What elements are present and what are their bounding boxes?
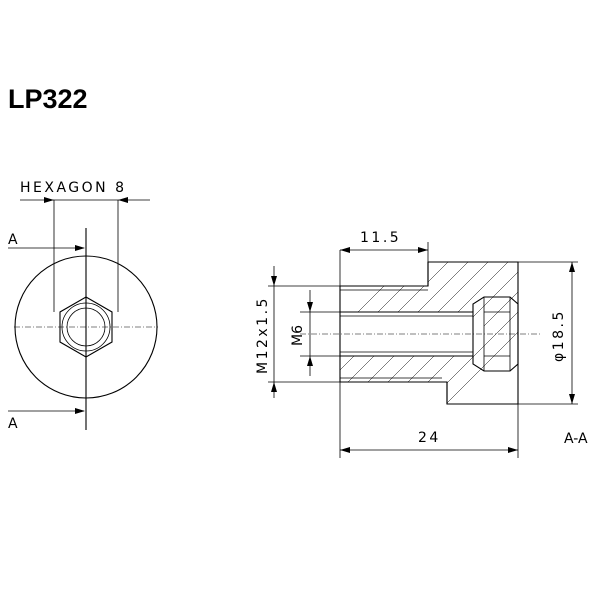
dim115-arrow-left — [340, 247, 350, 253]
dim-24-label: 24 — [418, 430, 441, 446]
section-view: 11.5 24 φ18.5 M12x1.5 M6 A-A — [255, 230, 588, 458]
m6-arrow-bottom — [307, 356, 313, 366]
section-a-top-arrow — [75, 245, 85, 251]
hexagon-label: HEXAGON 8 — [20, 180, 127, 196]
m12-arrow-bottom — [271, 382, 277, 392]
m12-arrow-top — [271, 276, 277, 286]
dim24-arrow-left — [340, 447, 350, 453]
hex-arrow-right — [118, 197, 128, 203]
hex-arrow-left — [44, 197, 54, 203]
section-a-bottom-label: A — [8, 416, 18, 432]
section-view-label: A-A — [564, 431, 588, 447]
dim24-arrow-right — [508, 447, 518, 453]
section-a-bottom-arrow — [75, 408, 85, 414]
dim-diameter-label: φ18.5 — [551, 309, 567, 362]
dim-m12-label: M12x1.5 — [255, 296, 271, 374]
part-number-title: LP322 — [8, 84, 88, 114]
body-outline — [339, 261, 519, 405]
dia-arrow-top — [569, 262, 575, 272]
dim-m6-label: M6 — [290, 325, 306, 346]
m6-arrow-top — [307, 302, 313, 312]
dim-11-5-label: 11.5 — [360, 230, 401, 246]
front-view: HEXAGON 8 A A — [8, 180, 158, 432]
dim115-arrow-right — [418, 247, 428, 253]
section-a-top-label: A — [8, 232, 18, 248]
dia-arrow-bottom — [569, 394, 575, 404]
